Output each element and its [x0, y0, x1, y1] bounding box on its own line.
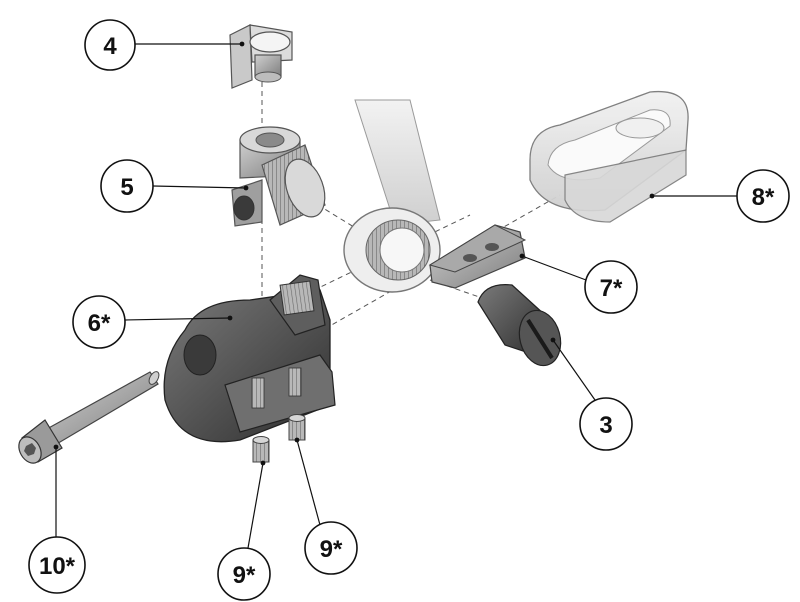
callout-label: 7* [600, 275, 623, 302]
callout-9-left: 9* [217, 547, 271, 601]
callout-6: 6* [72, 295, 126, 349]
callout-8: 8* [736, 169, 790, 223]
part-5-knurled-fitting [231, 126, 326, 227]
callout-label: 9* [233, 562, 256, 589]
part-7-plate [428, 224, 527, 289]
part-4-bracket [229, 24, 293, 89]
callout-4: 4 [84, 19, 136, 71]
callout-label: 10* [39, 553, 76, 580]
callout-7: 7* [584, 260, 638, 314]
callout-label: 4 [103, 33, 117, 60]
part-10-bolt [18, 371, 160, 464]
callout-label: 9* [320, 536, 343, 563]
callout-label: 6* [88, 310, 111, 337]
callout-5: 5 [100, 159, 154, 213]
leader-lines [53, 41, 738, 549]
part-6-housing [163, 274, 336, 443]
part-8-clip [529, 90, 689, 223]
callout-label: 3 [599, 412, 612, 439]
connecting-rod [343, 99, 441, 293]
callout-9-right: 9* [304, 521, 358, 575]
callout-10: 10* [28, 536, 86, 594]
callout-label: 8* [752, 184, 775, 211]
part-3-slotted-knob [477, 284, 562, 367]
callout-3: 3 [579, 397, 633, 451]
callout-label: 5 [120, 174, 133, 201]
